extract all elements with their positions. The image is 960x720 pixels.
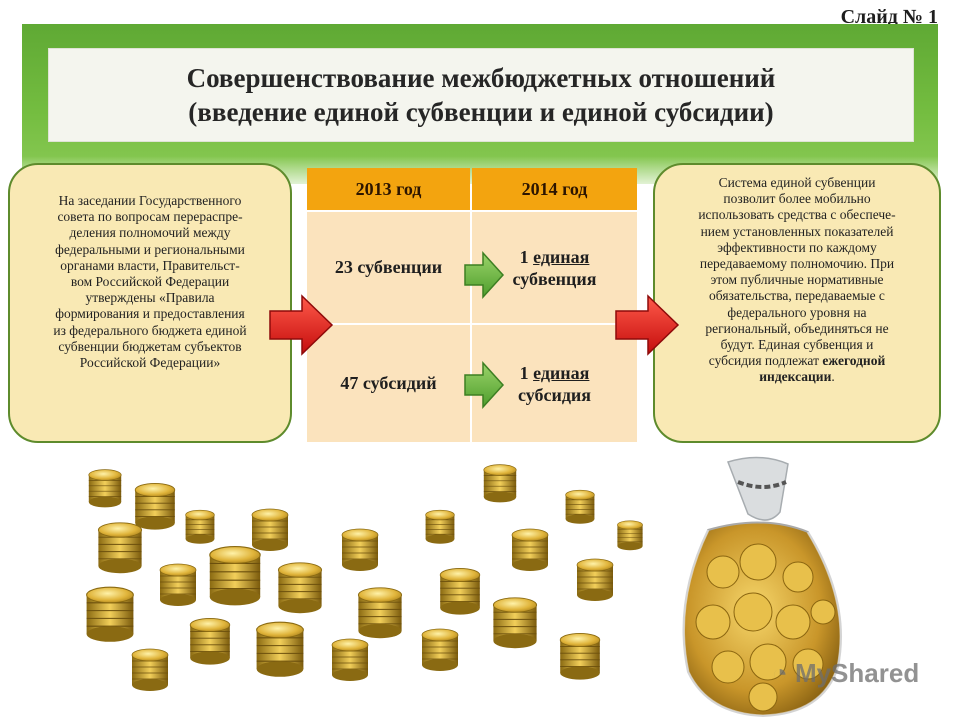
left-note-line: субвенции бюджетам субъектов [58,338,242,354]
cell-number: 1 [519,246,529,267]
watermark: ◔ MyShared [772,658,919,689]
cell-text-block: 1 единая субвенция [512,246,596,290]
right-note-line: будут. Единая субвенция и [720,337,874,353]
right-note-line: региональный, объединяться не [705,320,889,336]
header-2013: 2013 год [307,168,470,210]
left-note-line: вом Российской Федерации [70,274,230,290]
right-note-line: эффективности по каждому [717,239,877,255]
left-note-line: из федерального бюджета единой [53,322,247,338]
comparison-table: 2013 год 2014 год 23 субвенции 1 единая … [307,168,637,442]
watermark-logo-icon: ◔ [772,658,795,688]
right-note-line: использовать средства с обеспече- [698,207,896,223]
left-note-line: совета по вопросам перераспре- [57,209,243,225]
right-note-line: нием установленных показателей [700,223,894,239]
coin-stacks-illustration [85,464,643,692]
right-note-line-last: субсидия подлежат ежегодной [669,353,925,369]
right-note-line: позволит более мобильно [723,191,871,207]
cell-noun: субвенция [512,268,597,289]
green-arrow-icon [464,361,505,409]
right-note-line-final: индексации. [669,369,925,385]
right-note-line: передаваемому полномочию. При [699,256,895,272]
right-note-line: обязательства, передаваемые с [709,288,885,304]
title-line-1: Совершенствование межбюджетных отношений [186,63,776,93]
right-note-bubble: Система единой субвенции позволит более … [653,163,941,443]
right-note-line: этом публичные нормативные [710,272,884,288]
cell-2014-subvention: 1 единая субвенция [472,212,637,323]
red-arrow-icon [615,294,680,356]
red-arrow-icon [269,294,334,356]
cell-word-underlined: единая [533,246,590,267]
green-arrow-icon [464,251,505,299]
cell-2013-subventions: 23 субвенции [307,212,470,323]
left-note-line: федеральными и региональными [55,241,245,257]
right-note-text: субсидия подлежат [708,353,823,369]
cell-word-underlined: единая [533,362,590,383]
cell-noun: субсидия [517,384,592,405]
left-note-bubble: На заседании Государственного совета по … [8,163,292,443]
right-note-bold: ежегодной [822,353,886,369]
left-note-line: На заседании Государственного [58,193,242,208]
slide-number: Слайд № 1 [840,6,938,28]
watermark-text: MyShared [794,658,920,688]
money-bag-illustration [682,456,843,718]
left-note-line: формирования и предоставления [55,306,245,322]
cell-text: 23 субвенции [334,257,443,277]
left-note-line: органами власти, Правительст- [60,257,240,273]
title-line-2: (введение единой субвенции и единой субс… [188,97,774,127]
cell-number: 1 [519,362,529,383]
right-note-text: . [831,369,835,385]
header-2014: 2014 год [472,168,637,210]
cell-text: 47 субсидий [340,373,437,393]
right-note-line: федерального уровня на [727,304,867,320]
left-note-line: Российской Федерации» [79,355,221,371]
right-note-bold: индексации [759,369,832,385]
right-note-line: Система единой субвенции [718,175,876,190]
title-box: Совершенствование межбюджетных отношений… [48,48,914,142]
cell-text-block: 1 единая субсидия [518,362,591,406]
left-note-line: утверждены «Правила [85,290,215,306]
left-note-line: деления полномочий между [69,225,231,241]
cell-2013-subsidies: 47 субсидий [307,325,470,442]
